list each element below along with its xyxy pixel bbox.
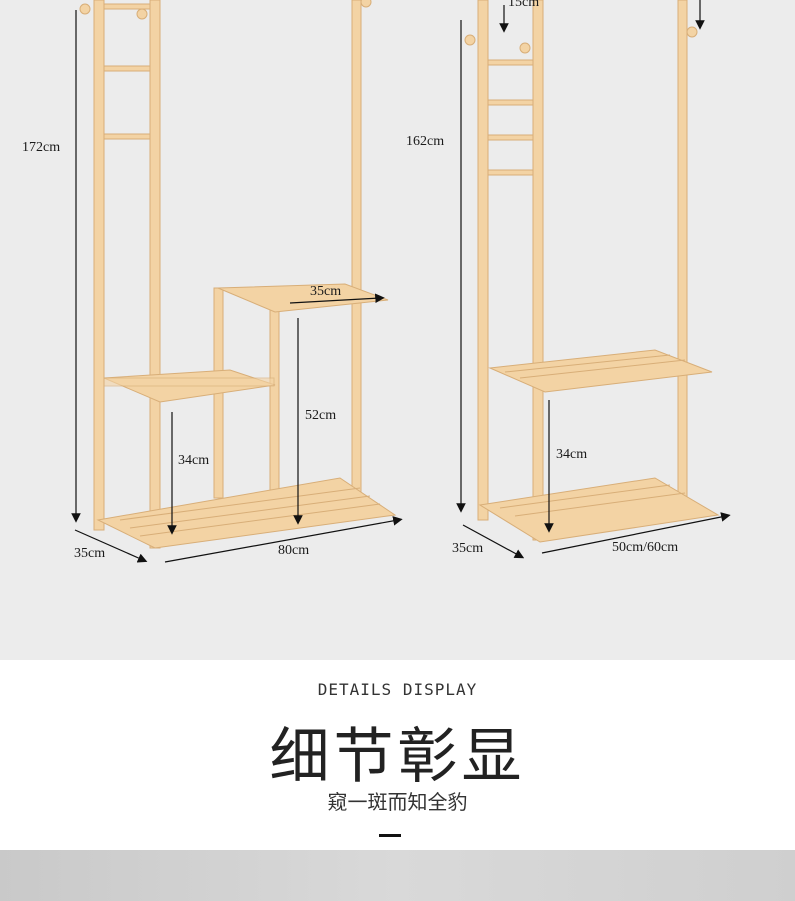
details-subtitle-cn: 窥一斑而知全豹	[327, 790, 468, 814]
details-subtitle-en: DETAILS DISPLAY	[317, 680, 478, 699]
right-depth-label: 35cm	[452, 541, 484, 556]
left-upper-height-label: 52cm	[305, 408, 337, 423]
details-title: 细节彰显	[269, 722, 526, 792]
product-dimension-image: 172cm 35cm 52cm 34cm 35cm 80cm 15cm 162c…	[0, 0, 795, 660]
left-height-label: 172cm	[22, 140, 61, 155]
rack-illustration	[71, 0, 731, 563]
left-lower-height-label: 34cm	[178, 453, 210, 468]
section-divider	[379, 834, 401, 837]
right-shelf-height-label: 34cm	[556, 447, 588, 462]
right-top-spacing-label: 15cm	[508, 0, 540, 10]
left-width-label: 80cm	[278, 543, 310, 558]
right-width-label: 50cm/60cm	[612, 540, 679, 555]
left-depth-label: 35cm	[74, 546, 106, 561]
right-height-label: 162cm	[406, 134, 445, 149]
left-upper-width-label: 35cm	[310, 284, 342, 299]
next-section-image	[0, 850, 795, 901]
